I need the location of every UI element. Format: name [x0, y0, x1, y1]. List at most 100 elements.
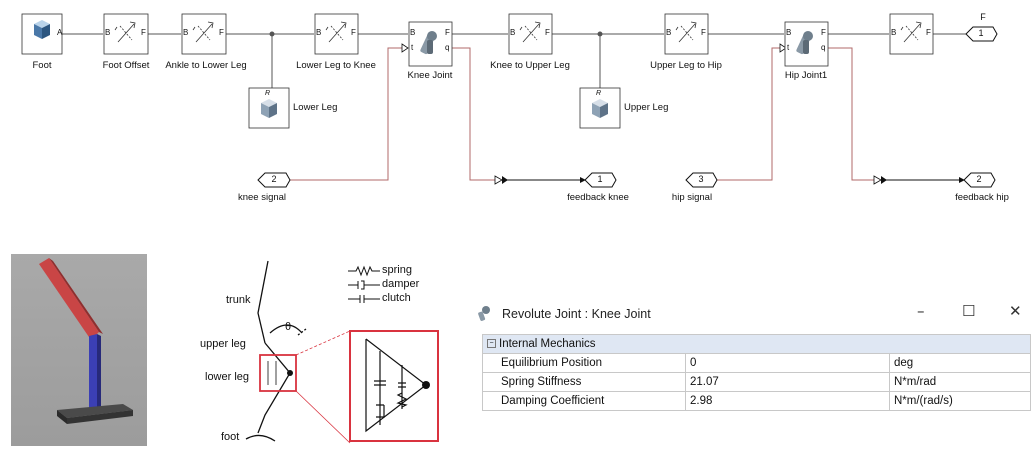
- port-f: F: [219, 28, 224, 37]
- revolute-joint-icon: [796, 31, 813, 55]
- port-f: F: [141, 28, 146, 37]
- label-lower-leg: Lower Leg: [293, 102, 338, 113]
- port-f: F: [445, 28, 450, 37]
- cube-icon: [592, 99, 608, 118]
- rigid-transform-foot-offset[interactable]: [103, 13, 149, 55]
- dialog-title: Revolute Joint : Knee Joint: [502, 307, 651, 321]
- port-shapes: [257, 26, 998, 188]
- label-knee-signal: knee signal: [237, 192, 287, 203]
- connector-markers: [401, 43, 882, 185]
- rigid-transform-knee-to-upper-leg[interactable]: [508, 13, 553, 55]
- outport-f-label: F: [980, 12, 986, 22]
- legend-damper: damper: [382, 278, 420, 290]
- port-b: B: [510, 28, 516, 37]
- outport-f-number: 1: [978, 28, 984, 38]
- filled-markers: [502, 176, 887, 184]
- port-f: F: [545, 28, 550, 37]
- connection-lines: [62, 31, 966, 88]
- transform-icon: [325, 21, 347, 43]
- port-r: R: [265, 90, 271, 97]
- param-value-input[interactable]: 21.07: [685, 372, 890, 392]
- label-hip-signal: hip signal: [671, 192, 713, 203]
- port-a: A: [57, 28, 63, 37]
- port-q: q: [445, 43, 450, 52]
- label-feedback-knee: feedback knee: [567, 192, 629, 203]
- revolute-joint-icon: [478, 306, 490, 321]
- param-unit-select[interactable]: N*m/(rad/s): [889, 391, 1031, 411]
- transform-icon: [675, 21, 697, 43]
- param-value-input[interactable]: 2.98: [685, 391, 890, 411]
- cube-icon: [261, 99, 277, 118]
- label-knee-to-upper-leg: Knee to Upper Leg: [490, 60, 570, 71]
- foot-block[interactable]: [21, 13, 63, 55]
- port-b: B: [105, 28, 111, 37]
- label-foot-offset: Foot Offset: [102, 60, 150, 71]
- label-lower-leg-to-knee: Lower Leg to Knee: [296, 60, 376, 71]
- port-t: t: [787, 43, 790, 52]
- param-name: Equilibrium Position: [482, 353, 686, 373]
- knee-joint-block[interactable]: [408, 21, 453, 67]
- outport-feedback-hip-number: 2: [976, 174, 982, 184]
- port-f: F: [926, 28, 931, 37]
- port-f: F: [821, 28, 826, 37]
- label-upper-leg-to-hip: Upper Leg to Hip: [650, 60, 722, 71]
- transform-icon: [900, 21, 922, 43]
- group-header-cell[interactable]: −Internal Mechanics: [482, 334, 1031, 354]
- rigid-transform-lower-leg-to-knee[interactable]: [314, 13, 359, 55]
- label-knee-joint: Knee Joint: [407, 70, 453, 81]
- param-name: Spring Stiffness: [482, 372, 686, 392]
- sketch-label-upper-leg: upper leg: [200, 338, 246, 350]
- rigid-transform-upper-leg-to-hip[interactable]: [664, 13, 709, 55]
- port-f: F: [701, 28, 706, 37]
- transform-icon: [114, 21, 136, 43]
- param-unit-select[interactable]: deg: [889, 353, 1031, 373]
- sketch-label-lower-leg: lower leg: [205, 371, 250, 383]
- port-f: F: [351, 28, 356, 37]
- label-hip-joint: Hip Joint1: [784, 70, 828, 81]
- param-unit-select[interactable]: N*m/rad: [889, 372, 1031, 392]
- minimize-button[interactable]: –: [917, 302, 925, 320]
- group-label: Internal Mechanics: [499, 338, 596, 350]
- outport-feedback-knee-number: 1: [597, 174, 603, 184]
- parameters-table: −Internal Mechanics Equilibrium Position…: [482, 334, 1031, 411]
- port-b: B: [891, 28, 897, 37]
- block-diagram: [21, 13, 998, 188]
- table-row: Spring Stiffness 21.07 N*m/rad: [482, 372, 1031, 392]
- maximize-button[interactable]: ☐: [962, 302, 976, 320]
- leg-sketch: [245, 260, 439, 444]
- rigid-transform-hip-out[interactable]: [889, 13, 934, 55]
- port-b: B: [316, 28, 322, 37]
- leg-render-image: [39, 258, 133, 424]
- port-q: q: [821, 43, 826, 52]
- inport-knee-number: 2: [271, 174, 277, 184]
- sketch-label-theta: θ: [285, 321, 292, 333]
- transform-icon: [192, 21, 214, 43]
- lower-leg-block[interactable]: [248, 87, 290, 129]
- close-button[interactable]: ✕: [1009, 302, 1022, 320]
- group-header-row[interactable]: −Internal Mechanics: [482, 334, 1031, 354]
- legend-clutch: clutch: [382, 292, 411, 304]
- inport-hip-number: 3: [698, 174, 704, 184]
- signal-lines: [290, 47, 874, 181]
- table-row: Equilibrium Position 0 deg: [482, 353, 1031, 373]
- hip-joint-block[interactable]: [784, 21, 829, 67]
- param-value-input[interactable]: 0: [685, 353, 890, 373]
- label-ankle-to-lower-leg: Ankle to Lower Leg: [165, 60, 247, 71]
- port-b: B: [183, 28, 189, 37]
- sketch-label-trunk: trunk: [226, 294, 251, 306]
- revolute-joint-dialog: Revolute Joint : Knee Joint – ☐ ✕ −Inter…: [462, 298, 1031, 446]
- revolute-joint-icon: [420, 31, 437, 55]
- label-upper-leg: Upper Leg: [624, 102, 669, 113]
- upper-leg-block[interactable]: [579, 87, 621, 129]
- label-feedback-hip: feedback hip: [955, 192, 1009, 203]
- port-b: B: [410, 28, 416, 37]
- legend-spring: spring: [382, 264, 412, 276]
- transform-icon: [519, 21, 541, 43]
- port-b: B: [786, 28, 792, 37]
- label-foot: Foot: [32, 60, 52, 71]
- collapse-icon[interactable]: −: [487, 339, 496, 349]
- param-name: Damping Coefficient: [482, 391, 686, 411]
- port-r: R: [596, 90, 602, 97]
- port-b: B: [666, 28, 672, 37]
- rigid-transform-ankle[interactable]: [181, 13, 227, 55]
